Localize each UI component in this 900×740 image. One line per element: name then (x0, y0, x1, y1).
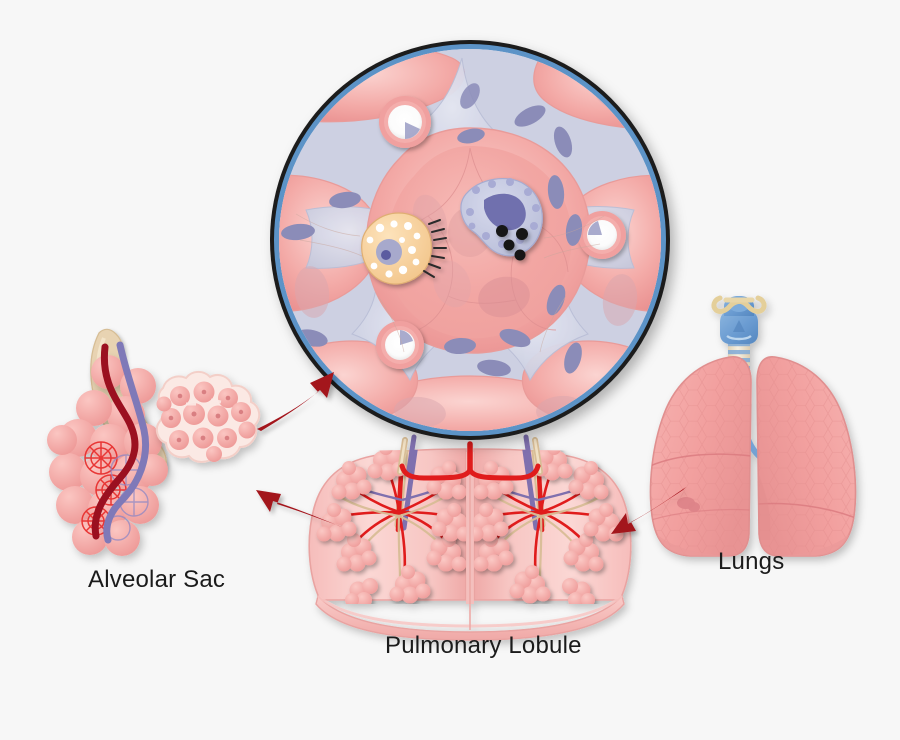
inset-fibers (295, 213, 605, 353)
sac-alveoli-cluster (47, 355, 168, 556)
arrow-lungs-to-lobule (611, 487, 686, 534)
lobule-left-internals (316, 449, 466, 604)
arrow-lobule-to-inset (257, 372, 334, 431)
lungs-illustration (649, 295, 857, 557)
label-lungs: Lungs (718, 548, 785, 575)
hyoid-bone (711, 295, 767, 314)
inset-nuclei (281, 83, 583, 377)
arrows (256, 372, 686, 534)
label-pulmonary-lobule: Pulmonary Lobule (385, 632, 582, 659)
sac-vessels (91, 341, 149, 544)
dust-particles (496, 225, 528, 261)
capillary-cross-section (578, 211, 626, 259)
label-alveolar-sac: Alveolar Sac (88, 566, 226, 593)
sac-sectioned-alveoli (155, 370, 261, 463)
lung-right (756, 356, 857, 557)
capillary-cross-section (376, 321, 424, 369)
alveolar-macrophage (361, 212, 447, 285)
lobule-top-vessels (397, 434, 543, 481)
alveolar-sac-illustration (47, 328, 261, 556)
capillary-cross-section (379, 96, 431, 148)
inset-capillaries (376, 96, 626, 369)
arrow-lobule-to-sac (256, 490, 342, 527)
lobule-right-internals (474, 449, 624, 604)
lobule-base (315, 594, 625, 641)
pulmonary-lobule-illustration (308, 434, 632, 641)
larynx (711, 295, 767, 344)
lung-left (649, 356, 752, 557)
